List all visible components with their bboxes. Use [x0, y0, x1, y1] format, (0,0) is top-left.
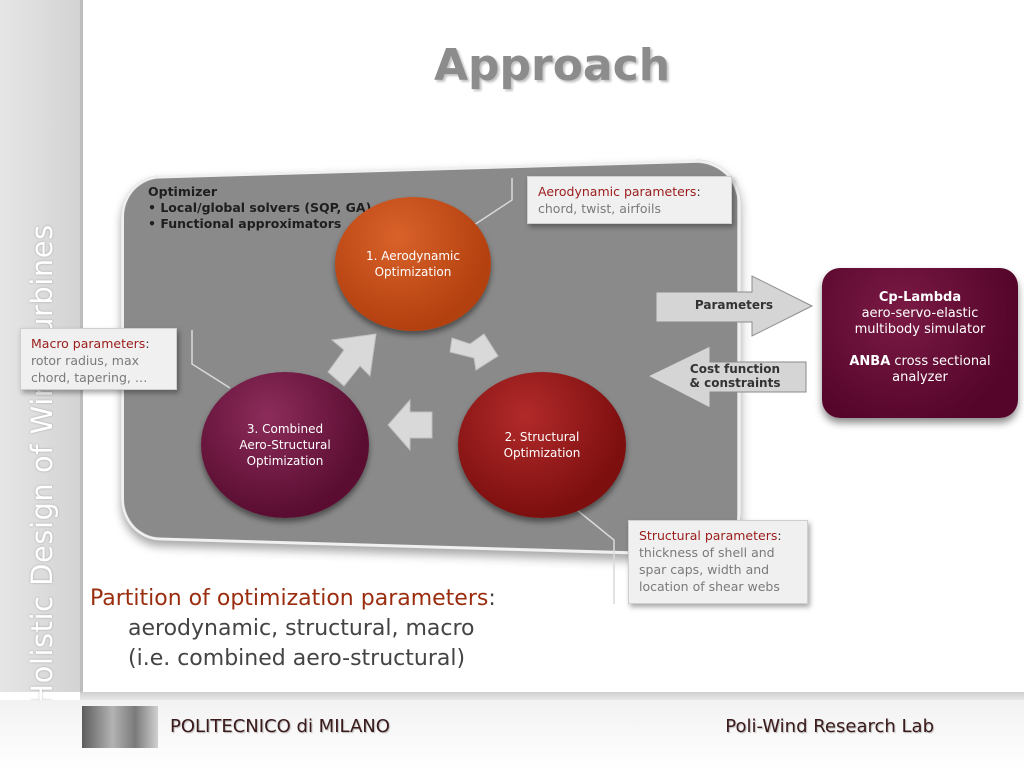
cost-function-arrow — [646, 345, 807, 409]
node-label: Aero-Structural — [239, 438, 331, 452]
callout-body: rotor radius, max — [31, 353, 139, 368]
partition-line: aerodynamic, structural, macro — [128, 616, 475, 641]
callout-body: chord, tapering, … — [31, 370, 148, 385]
callout-heading: Macro parameters — [31, 336, 146, 351]
aerodynamic-parameters-callout: Aerodynamic parameters: chord, twist, ai… — [527, 176, 732, 224]
callout-body: location of shear webs — [639, 579, 780, 594]
footer-right-label: Poli-Wind Research Lab — [725, 716, 934, 737]
callout-body: spar caps, width and — [639, 562, 770, 577]
optimizer-item: • Functional approximators — [148, 216, 342, 231]
footer — [0, 700, 1024, 768]
optimizer-heading: Optimizer — [148, 184, 218, 199]
cost-function-arrow-label: Cost function & constraints — [672, 362, 798, 390]
parameters-arrow — [655, 275, 814, 337]
anba-line: ANBA cross sectional — [822, 354, 1018, 370]
macro-parameters-callout: Macro parameters: rotor radius, max chor… — [20, 328, 177, 390]
node-label: 3. Combined — [246, 422, 324, 436]
combined-optimization-node: 3. Combined Aero-Structural Optimization — [201, 372, 369, 518]
simulator-name: Cp-Lambda — [878, 290, 962, 305]
cycle-arrow-top-right — [449, 333, 499, 371]
partition-colon: : — [488, 586, 496, 611]
anba-description: cross sectional — [890, 354, 991, 369]
callout-body: chord, twist, airfoils — [538, 201, 661, 216]
partition-line: (i.e. combined aero-structural) — [128, 646, 466, 671]
node-label: Optimization — [503, 446, 581, 460]
simulator-description: aero-servo-elastic — [861, 306, 979, 321]
slide-title: Approach — [433, 40, 671, 91]
arrow-label-line: Cost function — [689, 362, 781, 376]
footer-divider — [80, 692, 1024, 700]
structural-parameters-callout: Structural parameters: thickness of shel… — [628, 520, 808, 604]
macro-connector — [191, 330, 231, 389]
arrow-label-line: & constraints — [689, 376, 781, 390]
node-label: 2. Structural — [504, 430, 580, 444]
node-label: Optimization — [246, 454, 324, 468]
aerodynamic-optimization-node: 1. Aerodynamic Optimization — [335, 197, 491, 331]
structural-optimization-node: 2. Structural Optimization — [458, 372, 626, 518]
node-label: Optimization — [374, 265, 452, 279]
callout-colon: : — [145, 336, 150, 351]
callout-body: thickness of shell and — [639, 545, 775, 560]
optimizer-label: Optimizer • Local/global solvers (SQP, G… — [148, 184, 371, 232]
spacer — [822, 338, 1018, 354]
cycle-arrow-bottom — [387, 398, 433, 452]
simulator-box: Cp-Lambda aero-servo-elastic multibody s… — [822, 268, 1018, 418]
footer-left-label: POLITECNICO di MILANO — [170, 716, 390, 737]
callout-colon: : — [696, 184, 701, 199]
parameters-arrow-label: Parameters — [694, 298, 774, 312]
cycle-arrow-top-left — [327, 333, 377, 387]
anba-name: ANBA — [849, 354, 891, 369]
campus-photo — [82, 706, 158, 748]
optimizer-item: • Local/global solvers (SQP, GA) — [148, 200, 372, 215]
partition-text: Partition of optimization parameters: ae… — [90, 584, 496, 674]
simulator-description: multibody simulator — [854, 322, 986, 337]
node-label: 1. Aerodynamic — [366, 249, 460, 263]
struct-connector — [576, 509, 615, 604]
callout-colon: : — [777, 528, 782, 543]
callout-heading: Aerodynamic parameters — [538, 184, 697, 199]
anba-description: analyzer — [892, 370, 948, 385]
aero-connector — [473, 178, 513, 226]
callout-heading: Structural parameters — [639, 528, 778, 543]
partition-heading: Partition of optimization parameters — [90, 586, 489, 611]
